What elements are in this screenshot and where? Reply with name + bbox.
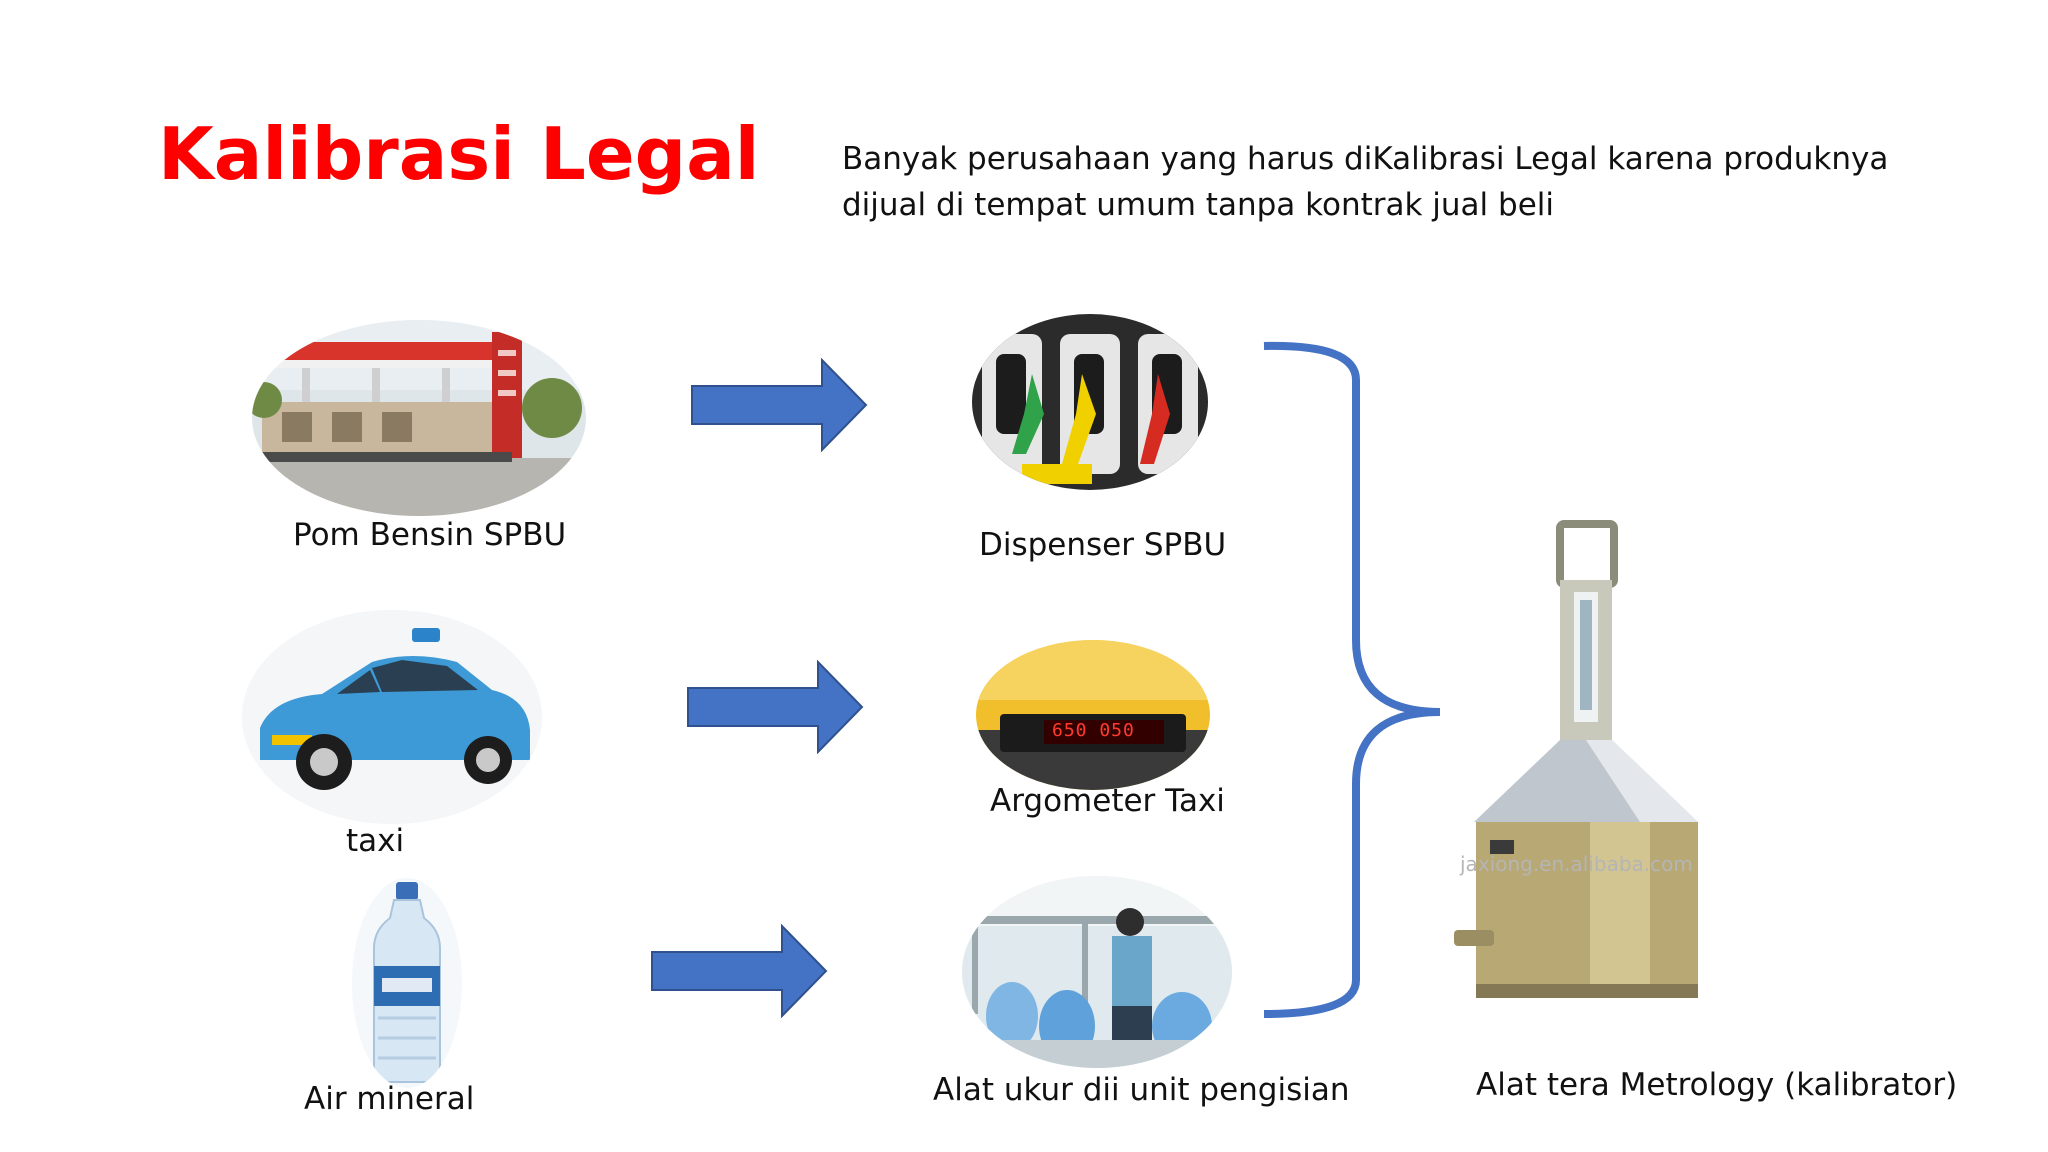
taxi-car-photo <box>242 610 542 824</box>
water-filling-photo <box>962 876 1232 1068</box>
description-line-2: dijual di tempat umum tanpa kontrak jual… <box>842 187 1555 223</box>
source-label-taxi: taxi <box>346 823 405 859</box>
instrument-label-dispenser: Dispenser SPBU <box>979 527 1227 563</box>
water-bottle-photo <box>352 878 462 1088</box>
slide-title: Kalibrasi Legal <box>158 112 760 196</box>
gas-station-photo <box>252 320 586 516</box>
calibrator-label: Alat tera Metrology (kalibrator) <box>1476 1067 1958 1103</box>
taximeter-photo: 650 050 <box>976 640 1210 790</box>
instrument-label-argometer: Argometer Taxi <box>990 783 1225 819</box>
source-label-gas-station: Pom Bensin SPBU <box>293 517 567 553</box>
arrow-right-icon <box>691 358 868 452</box>
instrument-label-filling: Alat ukur dii unit pengisian <box>933 1072 1350 1108</box>
right-brace-icon <box>1263 341 1441 1018</box>
arrow-right-icon <box>651 924 828 1018</box>
photo-watermark: jaxiong.en.alibaba.com <box>1460 852 1693 876</box>
metrology-prover-can-photo: jaxiong.en.alibaba.com <box>1440 510 1740 1010</box>
taximeter-display: 650 050 <box>1052 720 1135 741</box>
source-label-water: Air mineral <box>304 1081 475 1117</box>
arrow-right-icon <box>687 660 864 754</box>
fuel-nozzle-photo <box>972 314 1208 490</box>
description-line-1: Banyak perusahaan yang harus diKalibrasi… <box>842 141 1889 177</box>
slide-description: Banyak perusahaan yang harus diKalibrasi… <box>842 136 2002 228</box>
